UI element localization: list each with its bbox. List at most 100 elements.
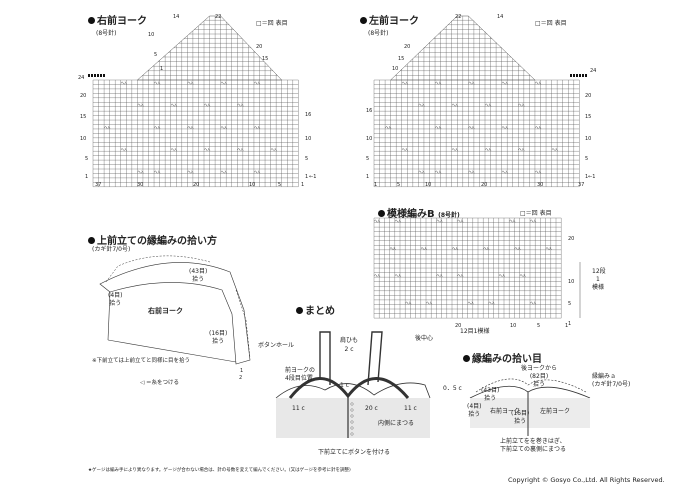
dim-11c-right: 11 c [404,405,417,412]
edge-left-yoke: 左前ヨーク [540,408,571,415]
dim-1c: 1 c [340,382,350,389]
edge-note: 上前立てをを巻きはぎ、下前立ての裏側にまつる [500,438,567,453]
right-yoke-stitch-mark: ヘ入 [221,81,228,85]
left-yoke-right-num: 5 [585,156,588,162]
button-icon [350,432,354,436]
right-yoke-diag-num: 20 [256,44,262,50]
bullet-icon [463,355,470,362]
left-yoke-stitch-mark: ヘ入 [502,170,509,174]
pattern-b-stitch-mark: ヘ入 [374,219,381,223]
right-yoke-stitch-mark: ヘ入 [121,81,128,85]
right-yoke-bottom-num: 37 [95,182,101,188]
left-yoke-stitch-mark: ヘ入 [502,125,509,129]
left-yoke-stitch-mark: ヘ入 [435,125,442,129]
buttonhole-label: ボタンホール [258,342,295,349]
right-yoke-stitch-mark: ヘ入 [137,103,144,107]
left-yoke-right-num: 10 [585,136,591,142]
gauge-note: ★ゲージは編み手により異なります。ゲージが合わない場合は、針の号数を変えて編んで… [88,468,351,473]
pattern-b-stitch-mark: ヘ入 [390,246,397,250]
left-yoke-left-num: 1 [366,174,369,180]
left-yoke-needle: (8号針) [368,30,389,37]
left-yoke-top-num: 22 [455,14,461,20]
right-yoke-right-num: 5 [305,156,308,162]
pattern-b-stitch-mark: ヘ入 [520,274,527,278]
dim-2: 2 [239,375,243,381]
bullet-icon [360,17,367,24]
left-yoke-black-cell [582,74,584,77]
right-yoke-stitch-mark: ヘ入 [137,170,144,174]
edge-43: (43目)拾う [481,387,500,402]
pattern-b-repeat-label: 12目1模様 [460,328,490,335]
left-yoke-bottom-num: 37 [578,182,584,188]
left-yoke-stitch-mark: ヘ入 [452,148,459,152]
pattern-b-right-num: 10 [568,279,574,285]
right-yoke-top-left-num: 5 [154,52,157,58]
edge-dashed [475,378,587,393]
border-scallop-top [105,255,211,283]
right-yoke-top-left-num: 1 [160,66,163,72]
pattern-b-stitch-mark: ヘ入 [488,301,495,305]
right-yoke-top-outline [136,15,283,81]
pattern-b-bottom-num: 10 [510,323,516,329]
left-yoke-stitch-mark: ヘ入 [535,81,542,85]
right-yoke-stitch-mark: ヘ入 [237,103,244,107]
left-yoke-stitch-mark: ヘ入 [535,170,542,174]
left-yoke-stitch-mark: ヘ入 [468,81,475,85]
left-yoke-diag-num: 10 [392,66,398,72]
pattern-b-stitch-mark: ヘ入 [483,246,490,250]
border-note-2: ◁ ＝糸をつける [140,380,179,386]
pattern-b-stitch-mark: ヘ入 [457,219,464,223]
dim-20c: 20 c [365,405,378,412]
right-yoke-diag-num: 15 [262,56,268,62]
left-yoke-stitch-mark: ヘ入 [485,103,492,107]
right-yoke-needle: (8号針) [96,30,117,37]
pattern-b-stitch-mark: ヘ入 [499,274,506,278]
left-yoke-black-cell [579,74,581,77]
pattern-b-stitch-mark: ヘ入 [405,301,412,305]
right-yoke-stitch-mark: ヘ入 [254,170,261,174]
pattern-b-stitch-mark: ヘ入 [395,274,402,278]
left-yoke-bottom-num: 30 [537,182,543,188]
right-yoke-stitch-mark: ヘ入 [154,125,161,129]
right-yoke-bottom-num: 5 [278,182,281,188]
pattern-b-right-num: 5 [568,301,571,307]
right-yoke-stitch-mark: ヘ入 [204,103,211,107]
left-yoke-left-num: 5 [366,156,369,162]
left-yoke-bottom-num: 1 [374,182,377,188]
dim-11c-left: 11 c [292,405,305,412]
button-note: 下前立てにボタンを付ける [318,449,391,456]
finish-title: まとめ [296,302,335,317]
right-yoke-stitch-mark: ヘ入 [171,148,178,152]
left-yoke-stitch-mark: ヘ入 [452,103,459,107]
dim-1: 1 [240,368,244,374]
border-title: 上前立ての縁編みの拾い方 [88,232,217,247]
strap-right [367,331,383,386]
border-yoke-label: 右前ヨーク [148,307,183,315]
right-yoke-title: 右前ヨーク [88,12,147,27]
left-yoke-bottom-num: 20 [481,182,487,188]
border-43: (43目)拾う [189,268,208,283]
right-yoke-black-cell [94,74,96,77]
yoke-bottom-edge [107,339,237,363]
left-yoke-stitch-mark: ヘ入 [502,81,509,85]
left-yoke-right-num: 20 [585,93,591,99]
button-icon [350,420,354,424]
pattern-b-bottom-num: 1 [565,323,568,329]
pattern-b-stitch-mark: ヘ入 [436,274,443,278]
left-yoke-stitch-mark: ヘ入 [518,103,525,107]
right-yoke-black-cell [91,74,93,77]
edge-05c: 0．5 c [443,385,462,392]
right-yoke-stitch-mark: ヘ入 [154,170,161,174]
left-yoke-diag-num: 20 [404,44,410,50]
right-yoke-stitch-mark: ヘ入 [237,148,244,152]
right-yoke-black-cell [88,74,90,77]
pattern-b-stitch-mark: ヘ入 [452,246,459,250]
right-yoke-stitch-mark: ヘ入 [204,148,211,152]
left-yoke-right-num: 24 [590,68,596,74]
left-yoke-bottom-num: 10 [425,182,431,188]
right-yoke-legend: □＝回 表目 [256,20,288,27]
pattern-b-bottom-num: 20 [455,323,461,329]
left-yoke-stitch-mark: ヘ入 [402,81,409,85]
